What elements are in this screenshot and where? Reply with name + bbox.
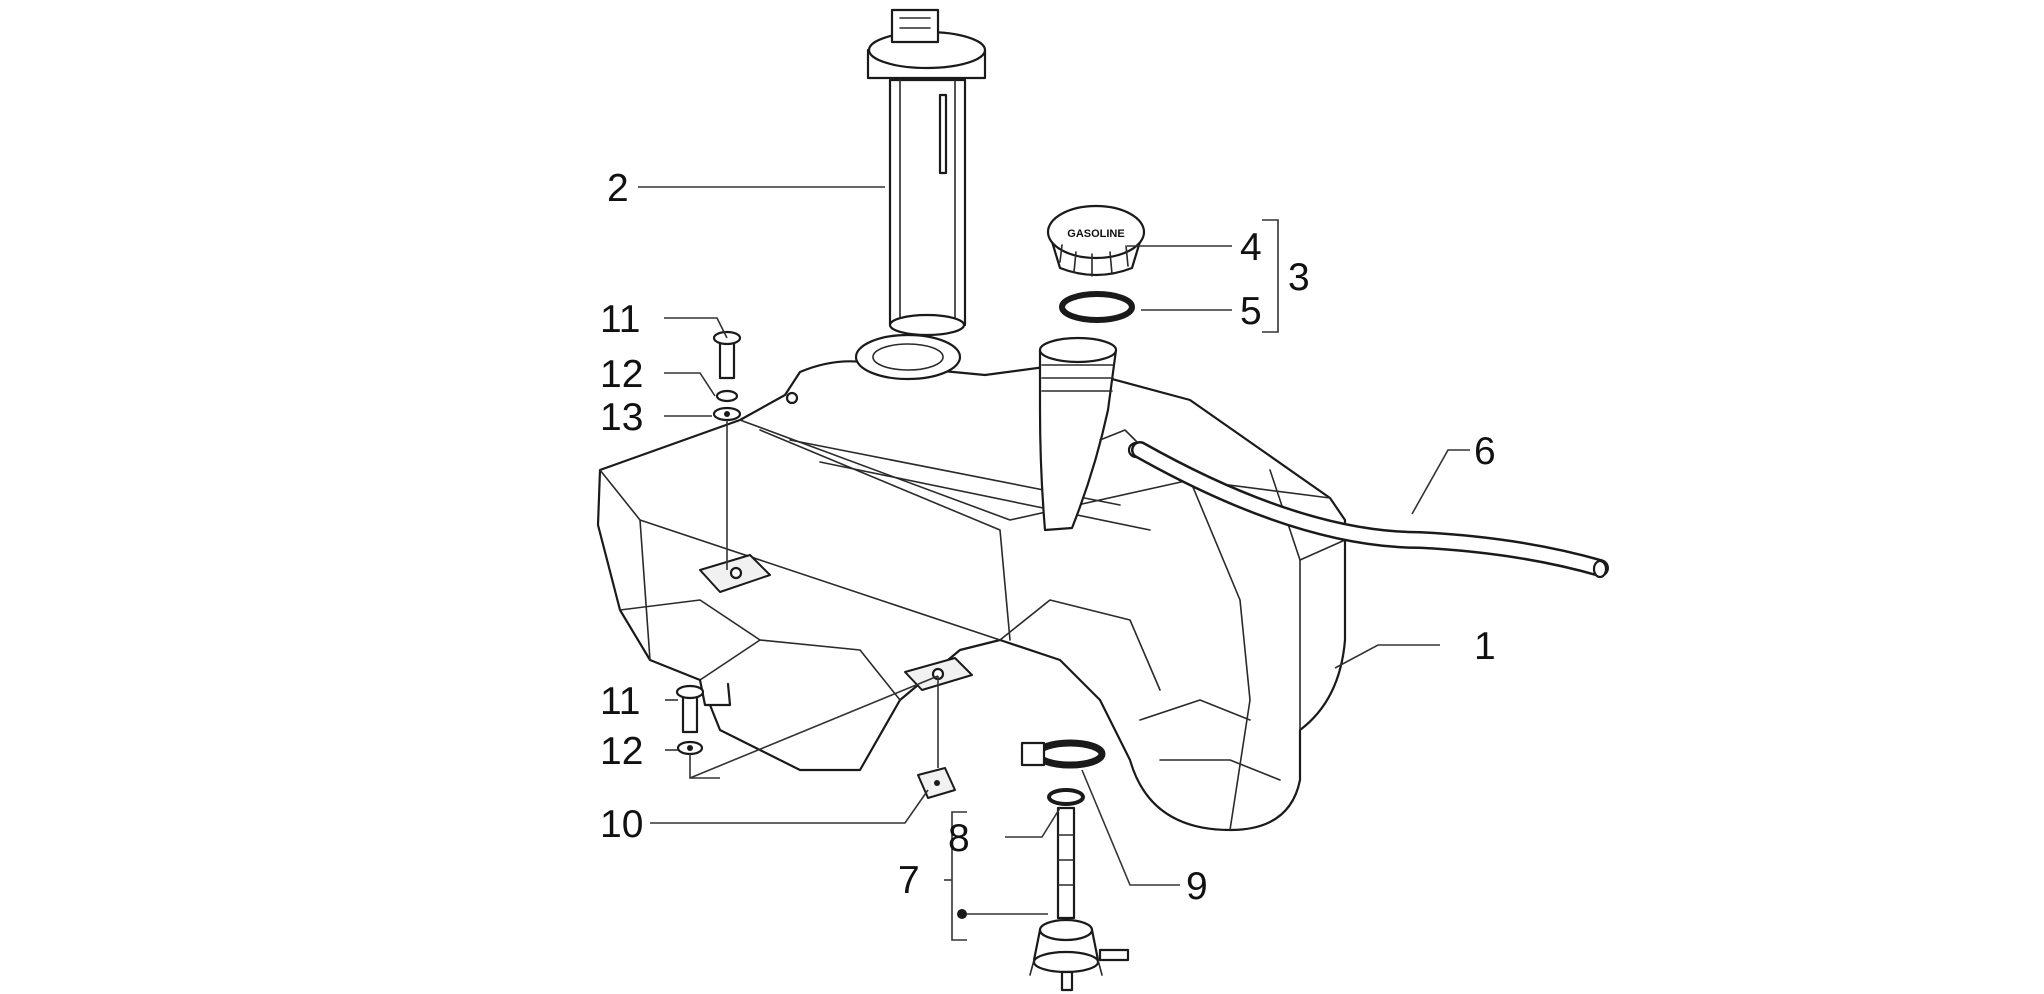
callout-7: 7 [898,859,920,902]
callout-6: 6 [1474,430,1496,473]
breather-hose [1131,441,1609,579]
callout-1: 1 [1474,625,1496,668]
callout-11-upper: 11 [600,298,641,341]
cap-text: GASOLINE [1067,228,1124,240]
callout-13: 13 [600,396,643,439]
cap-gasket [1059,291,1135,323]
callout-12-lower: 12 [600,730,643,773]
callout-5: 5 [1240,290,1262,333]
callout-3: 3 [1288,256,1310,299]
callout-labels: 1 2 3 4 5 6 7 8 9 10 11 12 13 11 12 [600,167,1496,908]
fuel-level-sender [866,8,987,337]
leader-lines [638,186,1470,941]
callout-12-upper: 12 [600,353,643,396]
fuel-cap: GASOLINE [1046,204,1146,277]
callout-8: 8 [948,817,970,860]
hose-clamp [1020,739,1106,769]
fuel-tank [596,333,1347,832]
callout-4: 4 [1240,226,1262,269]
callout-11-lower: 11 [600,680,641,723]
lower-bolt-assembly [675,675,939,779]
callout-9: 9 [1186,865,1208,908]
callout-10: 10 [600,803,643,846]
callout-2: 2 [607,167,629,210]
clip-nut [917,676,956,799]
fuel-tap [1029,788,1130,992]
